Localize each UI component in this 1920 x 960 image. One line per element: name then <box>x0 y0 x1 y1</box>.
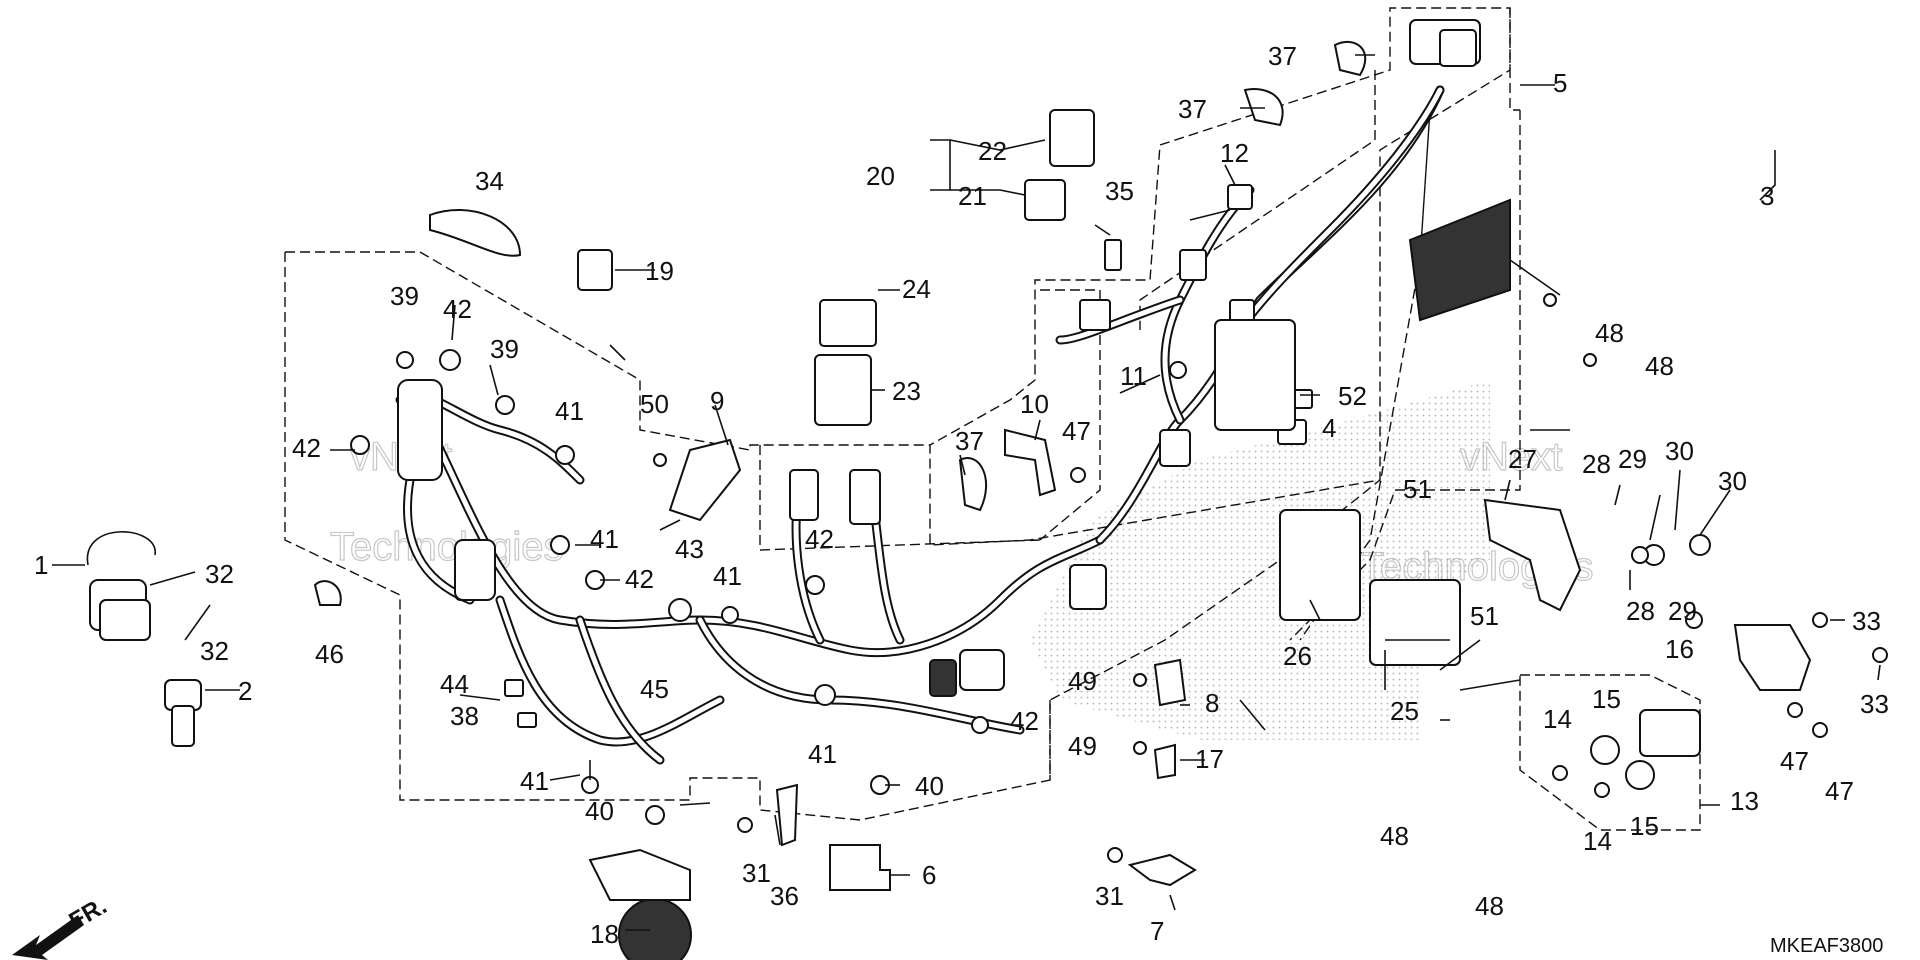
callout-28a: 28 <box>1582 449 1611 479</box>
callout-39b: 39 <box>490 334 519 364</box>
callout-30a: 30 <box>1665 436 1694 466</box>
callout-40b: 40 <box>915 771 944 801</box>
callout-36: 36 <box>770 881 799 911</box>
callout-14b: 14 <box>1583 826 1612 856</box>
callout-15a: 15 <box>1592 684 1621 714</box>
callout-42e: 42 <box>1010 706 1039 736</box>
callout-8: 8 <box>1205 688 1219 718</box>
callout-52: 52 <box>1338 381 1367 411</box>
callout-47a: 47 <box>1062 416 1091 446</box>
callout-37a: 37 <box>1268 41 1297 71</box>
callout-23: 23 <box>892 376 921 406</box>
callout-40a: 40 <box>585 796 614 826</box>
callout-28b: 28 <box>1626 596 1655 626</box>
callout-49a: 49 <box>1068 666 1097 696</box>
callout-48c: 48 <box>1380 821 1409 851</box>
callout-32a: 32 <box>205 559 234 589</box>
callout-38: 38 <box>450 701 479 731</box>
callout-3: 3 <box>1760 181 1774 211</box>
callout-31b: 31 <box>1095 881 1124 911</box>
callout-46: 46 <box>315 639 344 669</box>
callout-13: 13 <box>1730 786 1759 816</box>
callout-37c: 37 <box>955 426 984 456</box>
callout-33b: 33 <box>1860 689 1889 719</box>
callout-4: 4 <box>1322 413 1336 443</box>
callout-1: 1 <box>34 550 48 580</box>
callout-24: 24 <box>902 274 931 304</box>
callout-29b: 29 <box>1668 596 1697 626</box>
callout-37b: 37 <box>1178 94 1207 124</box>
callout-41a: 41 <box>555 396 584 426</box>
arrow-icon <box>12 915 84 960</box>
callout-27: 27 <box>1508 444 1537 474</box>
callout-41b: 41 <box>590 524 619 554</box>
callout-33a: 33 <box>1852 606 1881 636</box>
callout-2: 2 <box>238 676 252 706</box>
callout-41c: 41 <box>713 561 742 591</box>
callout-19: 19 <box>645 256 674 286</box>
callout-25: 25 <box>1390 696 1419 726</box>
callout-51a: 51 <box>1403 474 1432 504</box>
callout-9: 9 <box>710 386 724 416</box>
callout-17: 17 <box>1195 744 1224 774</box>
callout-41d: 41 <box>808 739 837 769</box>
callout-31a: 31 <box>742 858 771 888</box>
callout-48a: 48 <box>1595 318 1624 348</box>
callout-44: 44 <box>440 669 469 699</box>
callout-41e: 41 <box>520 766 549 796</box>
callout-51b: 51 <box>1470 601 1499 631</box>
components <box>86 40 1888 960</box>
callout-48b: 48 <box>1645 351 1674 381</box>
watermark-text-2: Technologies <box>330 525 564 569</box>
callout-43: 43 <box>675 534 704 564</box>
callout-48d: 48 <box>1475 891 1504 921</box>
callout-11: 11 <box>1120 361 1147 391</box>
callout-21: 21 <box>958 181 987 211</box>
callout-49b: 49 <box>1068 731 1097 761</box>
callout-20: 20 <box>866 161 895 191</box>
callout-5: 5 <box>1553 68 1567 98</box>
callout-labels: 1 2 3 4 5 6 7 8 9 10 11 12 13 14 14 15 1… <box>34 41 1889 949</box>
callout-29a: 29 <box>1618 444 1647 474</box>
callout-26: 26 <box>1283 641 1312 671</box>
callout-30b: 30 <box>1718 466 1747 496</box>
callout-42b: 42 <box>443 294 472 324</box>
callout-7: 7 <box>1150 916 1164 946</box>
callout-42a: 42 <box>292 433 321 463</box>
callout-16: 16 <box>1665 634 1694 664</box>
callout-22: 22 <box>978 136 1007 166</box>
callout-34: 34 <box>475 166 504 196</box>
callout-50: 50 <box>640 389 669 419</box>
callout-42d: 42 <box>805 524 834 554</box>
callout-45: 45 <box>640 674 669 704</box>
leader-lines <box>52 54 1881 931</box>
callout-6: 6 <box>922 860 936 890</box>
callout-14a: 14 <box>1543 704 1572 734</box>
callout-42c: 42 <box>625 564 654 594</box>
watermark-text-3: vNext <box>1460 435 1562 479</box>
callout-15b: 15 <box>1630 811 1659 841</box>
callout-47b: 47 <box>1780 746 1809 776</box>
callout-18: 18 <box>590 919 619 949</box>
callout-47c: 47 <box>1825 776 1854 806</box>
callout-10: 10 <box>1020 389 1049 419</box>
front-direction-marker: FR. <box>12 892 111 960</box>
callout-35: 35 <box>1105 176 1134 206</box>
drawing-code: MKEAF3800 <box>1770 935 1883 957</box>
callout-39a: 39 <box>390 281 419 311</box>
callout-12: 12 <box>1220 138 1249 168</box>
callout-32b: 32 <box>200 636 229 666</box>
